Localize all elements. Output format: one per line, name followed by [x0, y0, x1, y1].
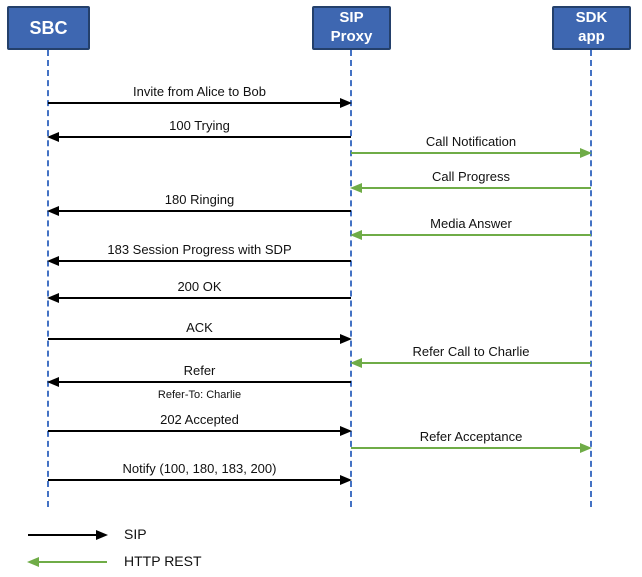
- arrowhead-icon: [47, 293, 59, 303]
- message-label: ACK: [186, 320, 213, 335]
- message-label: Call Notification: [425, 134, 517, 149]
- message-label: Media Answer: [430, 216, 512, 231]
- arrow-line: [57, 297, 351, 299]
- message-label: 183 Session Progress with SDP: [107, 242, 292, 257]
- message-arrow: 183 Session Progress with SDP: [47, 242, 351, 266]
- arrow-line: [351, 152, 582, 154]
- message-label: Notify (100, 180, 183, 200): [122, 461, 277, 476]
- arrow-line: [360, 362, 591, 364]
- arrow-line: [48, 338, 342, 340]
- arrowhead-icon: [96, 530, 108, 540]
- message-arrow: ACK: [48, 320, 352, 344]
- message-arrow: 200 OK: [47, 279, 351, 303]
- arrowhead-icon: [340, 98, 352, 108]
- arrowhead-icon: [350, 183, 362, 193]
- message-arrow: Refer Acceptance: [351, 429, 592, 453]
- arrow-line: [57, 381, 351, 383]
- message-arrow: Notify (100, 180, 183, 200): [48, 461, 352, 485]
- arrowhead-icon: [350, 358, 362, 368]
- message-arrow: 180 Ringing: [47, 192, 351, 216]
- message-label: 100 Trying: [169, 118, 230, 133]
- message-arrow: Media Answer: [350, 216, 591, 240]
- message-arrow: Call Progress: [350, 169, 591, 193]
- message-arrow: Call Notification: [351, 134, 592, 158]
- message-sublabel: Refer-To: Charlie: [157, 389, 242, 401]
- message-arrow-legend-sip: [28, 530, 108, 540]
- message-arrow: Invite from Alice to Bob: [48, 84, 352, 108]
- arrowhead-icon: [47, 132, 59, 142]
- arrow-line: [37, 561, 107, 563]
- message-arrow: Refer Call to Charlie: [350, 344, 591, 368]
- message-label: Invite from Alice to Bob: [133, 84, 266, 99]
- arrowhead-icon: [350, 230, 362, 240]
- arrow-line: [351, 447, 582, 449]
- message-label: Refer Acceptance: [419, 429, 523, 444]
- arrow-line: [57, 136, 351, 138]
- actor-sbc: SBC: [7, 6, 90, 50]
- arrowhead-icon: [27, 557, 39, 567]
- lifeline-sbc: [47, 50, 49, 507]
- arrow-line: [360, 187, 591, 189]
- lifeline-proxy: [350, 50, 352, 507]
- arrowhead-icon: [580, 443, 592, 453]
- actor-proxy: SIP Proxy: [312, 6, 391, 50]
- arrowhead-icon: [340, 475, 352, 485]
- arrowhead-icon: [340, 334, 352, 344]
- message-label: 200 OK: [177, 279, 222, 294]
- arrow-line: [28, 534, 98, 536]
- arrow-line: [48, 479, 342, 481]
- message-label: 180 Ringing: [164, 192, 235, 207]
- message-label: Call Progress: [431, 169, 511, 184]
- message-arrow: 100 Trying: [47, 118, 351, 142]
- arrowhead-icon: [580, 148, 592, 158]
- actor-sdk: SDK app: [552, 6, 631, 50]
- lifeline-sdk: [590, 50, 592, 507]
- arrow-line: [360, 234, 591, 236]
- legend-label: HTTP REST: [124, 553, 202, 569]
- message-label: 202 Accepted: [160, 412, 239, 427]
- message-label: Refer: [183, 363, 216, 378]
- arrow-line: [57, 260, 351, 262]
- message-arrow: 202 Accepted: [48, 412, 352, 436]
- arrow-line: [57, 210, 351, 212]
- arrowhead-icon: [47, 206, 59, 216]
- message-label: Refer Call to Charlie: [412, 344, 530, 359]
- legend-label: SIP: [124, 526, 147, 542]
- arrow-line: [48, 430, 342, 432]
- arrowhead-icon: [47, 256, 59, 266]
- message-arrow-legend-http-rest: [27, 557, 107, 567]
- arrow-line: [48, 102, 342, 104]
- arrowhead-icon: [340, 426, 352, 436]
- arrowhead-icon: [47, 377, 59, 387]
